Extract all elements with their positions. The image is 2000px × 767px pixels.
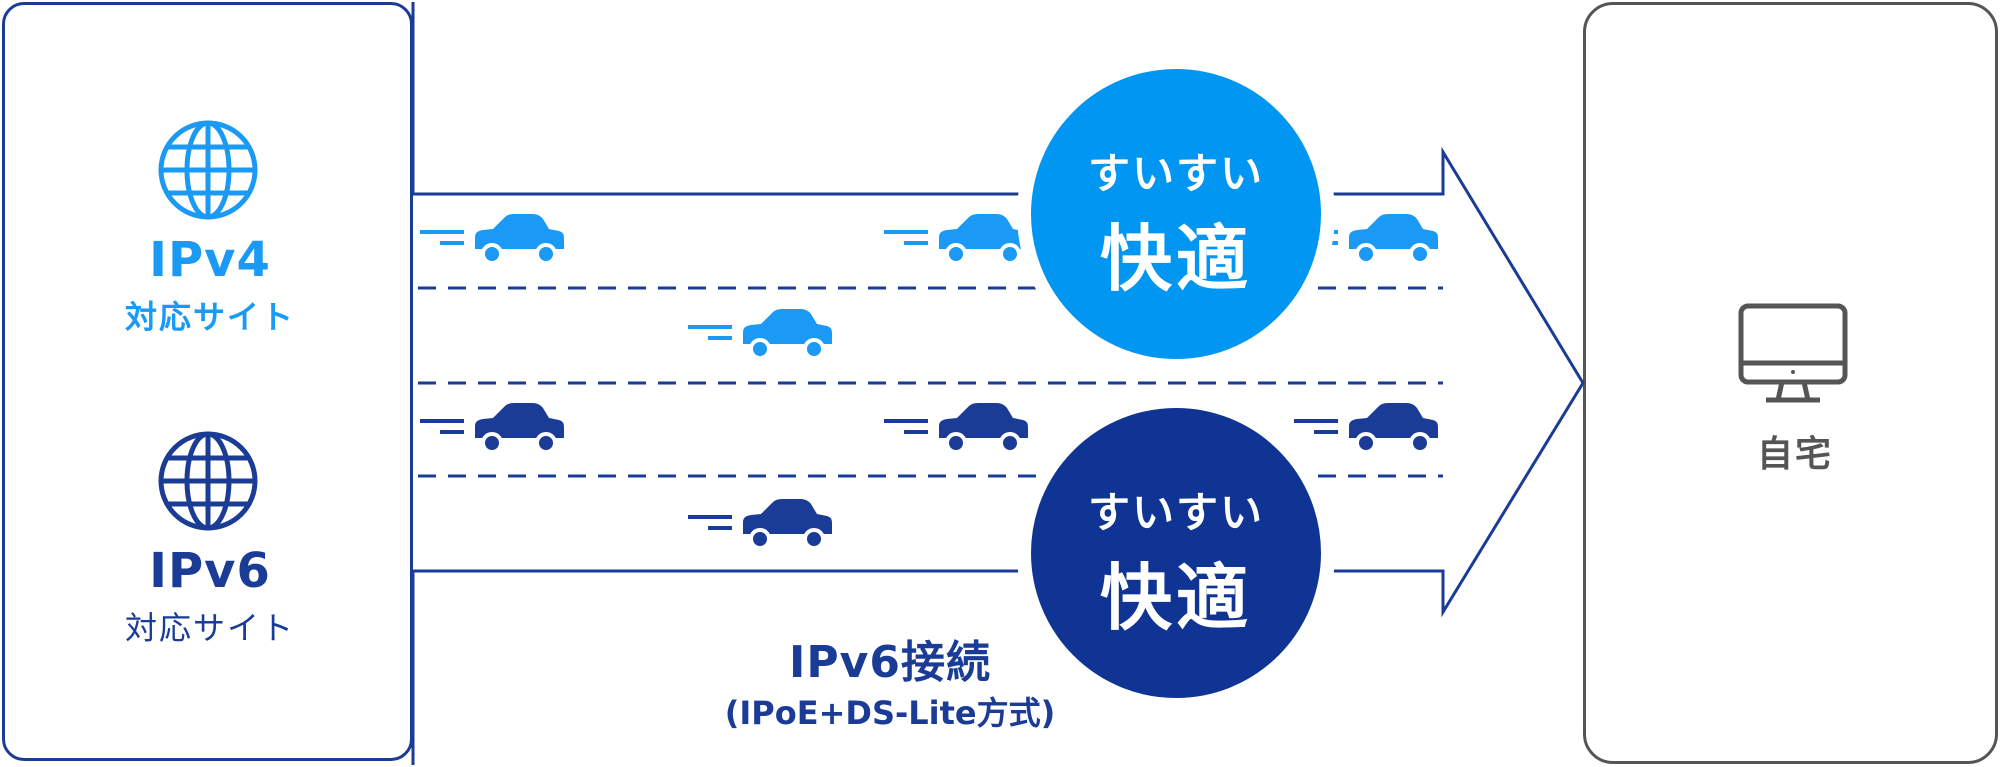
car-icon [939,214,1028,265]
ipv4-circle-line2: 快適 [1099,217,1252,301]
car-icon [743,309,832,360]
ipv4-title: IPv4 [149,232,271,288]
ipv4-speed-lines [420,230,1338,340]
ipv6-subtitle: 対応サイト [124,609,295,647]
globe-icon [158,431,258,531]
ipv4-circle-line1: すいすい [1087,149,1264,198]
ipv6-circle-line1: すいすい [1087,488,1264,537]
car-icon [939,403,1028,454]
ipv6-cars [475,403,1438,550]
car-icon [475,214,564,265]
ipv4-speed-circle [1017,55,1335,373]
ipv4-subtitle: 対応サイト [124,298,295,336]
car-icon [1349,403,1438,454]
ipv6-speed-lines [420,419,1338,530]
car-icon [475,403,564,454]
ipv6-circle-line2: 快適 [1099,556,1252,640]
connection-title: IPv6接続 [789,637,991,688]
ipv6-speed-circle [1017,394,1335,712]
ipv4-cars [475,214,1438,360]
car-icon [1349,214,1438,265]
globe-icon [158,120,258,220]
connection-arrow [413,146,1585,618]
car-icon [743,499,832,550]
ipv6-title: IPv6 [149,543,271,599]
connection-subtitle: (IPoE+DS-Lite方式) [724,694,1056,732]
monitor-icon [1738,303,1848,403]
home-label: 自宅 [1756,434,1833,475]
